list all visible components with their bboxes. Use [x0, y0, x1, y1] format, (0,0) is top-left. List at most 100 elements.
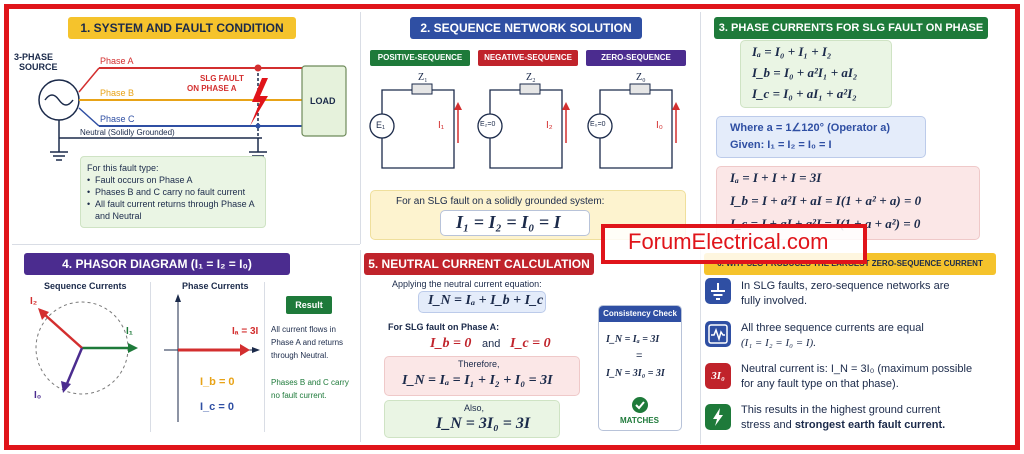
applying-text: Applying the neutral current equation: — [392, 279, 542, 289]
reason-3: for any fault type on that phase). — [741, 378, 899, 390]
seq-currents-heading: Sequence Currents — [44, 281, 127, 291]
load-box — [301, 65, 347, 137]
note-item: Phases B and C carry no fault current — [87, 186, 259, 198]
z2-label: Z₂ — [526, 72, 536, 83]
result-text: Phase A and returns — [271, 338, 344, 347]
note-item: Fault occurs on Phase A — [87, 174, 259, 186]
outer-frame — [4, 4, 1020, 450]
load-label: LOAD — [310, 96, 336, 106]
phase-currents-heading: Phase Currents — [182, 281, 249, 291]
watermark-box — [601, 224, 867, 264]
z0-label: Z₀ — [636, 72, 646, 83]
therefore-box — [384, 356, 580, 396]
sequence-networks — [369, 83, 680, 169]
result-badge: Result — [286, 296, 332, 314]
divider — [360, 250, 361, 442]
reason-1: fully involved. — [741, 295, 808, 307]
e0-label: E₀=0 — [590, 121, 606, 128]
result-eq-b: I_b = I + a²I + aI = I(1 + a² + a) = 0 — [730, 193, 922, 208]
consistency-title: Consistency Check — [599, 306, 681, 322]
check-icon — [632, 397, 648, 413]
result-text: All current flows in — [271, 325, 336, 334]
summary-eq-box — [440, 210, 590, 236]
phase-a-label: Phase A — [100, 56, 134, 66]
summary-text: For an SLG fault on a solidly grounded s… — [396, 196, 605, 207]
note-item: and Neutral — [95, 211, 142, 221]
fault-label: SLG FAULT — [200, 74, 244, 83]
operator-where: Where a = 1∠120° (Operator a) — [730, 122, 891, 134]
divider — [264, 282, 265, 432]
phasor-i1-label: I₁ — [126, 326, 133, 337]
ic-zero: I_c = 0 — [510, 336, 551, 351]
also-equation: I_N = 3I₀ = 3I — [436, 415, 531, 432]
phasor-i0 — [64, 347, 84, 387]
e2-label: E₂=0 — [480, 121, 496, 128]
panel2-title: 2. SEQUENCE NETWORK SOLUTION — [410, 17, 642, 39]
phasor-ib-label: I_b = 0 — [200, 376, 235, 388]
result-note: Phases B and C carry — [271, 378, 349, 387]
note-heading: For this fault type: — [87, 163, 159, 173]
divider — [12, 244, 360, 245]
waveform-icon — [705, 321, 731, 347]
phase-c-label: Phase C — [100, 114, 135, 124]
result-note: no fault current. — [271, 391, 327, 400]
neutral-current-icon: 3I₀ — [705, 363, 731, 389]
i0-label: I₀ — [656, 120, 663, 131]
reason-2: All three sequence currents are equal — [741, 322, 924, 334]
phase-eq-c: I_c = I₀ + aI₁ + a²I₂ — [752, 86, 857, 101]
reason-4-text: stress and — [741, 419, 795, 431]
phasor-ic-label: I_c = 0 — [200, 401, 234, 413]
panel4-title: 4. PHASOR DIAGRAM (I₁ = I₂ = I₀) — [24, 253, 290, 275]
neutral-eq-box — [418, 291, 546, 313]
ground-icon — [705, 278, 731, 304]
check-line-2: I_N = 3I₀ = 3I — [606, 368, 665, 379]
reason-4: This results in the highest ground curre… — [741, 404, 941, 416]
operator-box — [716, 116, 926, 158]
also-text: Also, — [464, 403, 485, 413]
panel1-title: 1. SYSTEM AND FAULT CONDITION — [68, 17, 296, 39]
therefore-equation: I_N = Iₐ = I₁ + I₂ + I₀ = 3I — [402, 373, 553, 388]
ib-zero: I_b = 0 — [430, 336, 472, 351]
result-text: through Neutral. — [271, 351, 329, 360]
phase-eq-box — [740, 40, 892, 108]
tag-zero: ZERO-SEQUENCE — [586, 50, 686, 66]
reason-4: stress and strongest earth fault current… — [741, 419, 945, 431]
reason-2: (I₁ = I₂ = I₀ = I). — [741, 337, 816, 349]
negative-network — [477, 83, 570, 169]
zero-network — [587, 83, 680, 169]
also-box — [384, 400, 560, 438]
phasor-i2 — [43, 313, 83, 349]
tag-positive: POSITIVE-SEQUENCE — [370, 50, 470, 66]
sequence-phasors — [35, 301, 138, 395]
phasor-i0-label: I₀ — [34, 390, 42, 401]
check-equals: = — [636, 350, 643, 362]
positive-network — [369, 83, 462, 169]
check-line-1: I_N = Iₐ = 3I — [606, 334, 660, 345]
divider — [150, 282, 151, 432]
for-slg-text: For SLG fault on Phase A: — [388, 322, 500, 332]
source-label: 3-PHASE — [14, 52, 54, 62]
reason-4-emphasis: strongest earth fault current. — [794, 419, 946, 431]
lightning-icon — [250, 78, 268, 126]
e1-label: E₁ — [376, 120, 386, 130]
phase-eq-a: Iₐ = I₀ + I₁ + I₂ — [752, 44, 832, 59]
phase-phasors — [164, 294, 260, 422]
tag-negative: NEGATIVE-SEQUENCE — [478, 50, 578, 66]
reason-1: In SLG faults, zero-sequence networks ar… — [741, 280, 950, 292]
system-diagram — [38, 64, 347, 161]
neutral-label: Neutral (Solidly Grounded) — [80, 128, 175, 137]
divider — [360, 12, 361, 244]
i1-label: I₁ — [438, 120, 445, 131]
summary-equation: I₁ = I₂ = I₀ = I — [456, 212, 561, 232]
phase-eq-b: I_b = I₀ + a²I₁ + aI₂ — [752, 65, 858, 80]
i2-label: I₂ — [546, 120, 553, 131]
panel3-title: 3. PHASE CURRENTS FOR SLG FAULT ON PHASE… — [714, 17, 988, 56]
phasor-ia-label: Iₐ = 3I — [232, 326, 259, 337]
watermark-text: ForumElectrical.com — [628, 229, 829, 254]
panel5-title: 5. NEUTRAL CURRENT CALCULATION — [364, 253, 594, 275]
source-label: SOURCE — [19, 62, 58, 72]
neutral-equation: I_N = Iₐ + I_b + I_c — [428, 293, 544, 308]
phasor-i2-label: I₂ — [30, 296, 38, 307]
fault-note: For this fault type: Fault occurs on Pha… — [80, 156, 266, 228]
therefore-text: Therefore, — [458, 359, 500, 369]
